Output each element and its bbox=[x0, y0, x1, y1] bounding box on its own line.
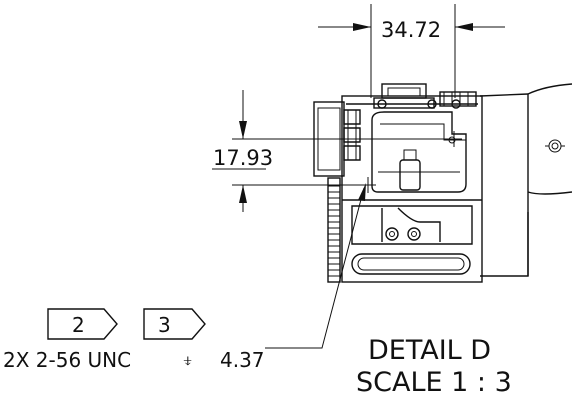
depth-symbol: ⍖ bbox=[182, 348, 194, 372]
flag-note-3: 3 bbox=[143, 308, 206, 340]
part-geometry bbox=[313, 83, 572, 283]
flag-3-label: 3 bbox=[158, 313, 171, 337]
hole-center-marks bbox=[360, 131, 462, 193]
detail-title-block: DETAIL D SCALE 1 : 3 bbox=[356, 335, 512, 398]
vertical-dimension: 17.93 bbox=[212, 90, 454, 212]
flag-2-label: 2 bbox=[72, 313, 85, 337]
flag-note-2: 2 bbox=[47, 308, 118, 340]
callout-leader bbox=[265, 183, 366, 349]
depth-value-text: 4.37 bbox=[220, 348, 265, 372]
detail-scale: SCALE 1 : 3 bbox=[356, 367, 512, 398]
thread-spec-text: 2X 2-56 UNC bbox=[3, 348, 131, 372]
horizontal-dimension: 34.72 bbox=[318, 4, 505, 98]
thread-note: 2X 2-56 UNC ⍖ 4.37 bbox=[3, 348, 265, 372]
dimension-vertical-label: 17.93 bbox=[213, 146, 273, 170]
dimension-horizontal-label: 34.72 bbox=[381, 18, 441, 42]
detail-title: DETAIL D bbox=[368, 335, 491, 366]
